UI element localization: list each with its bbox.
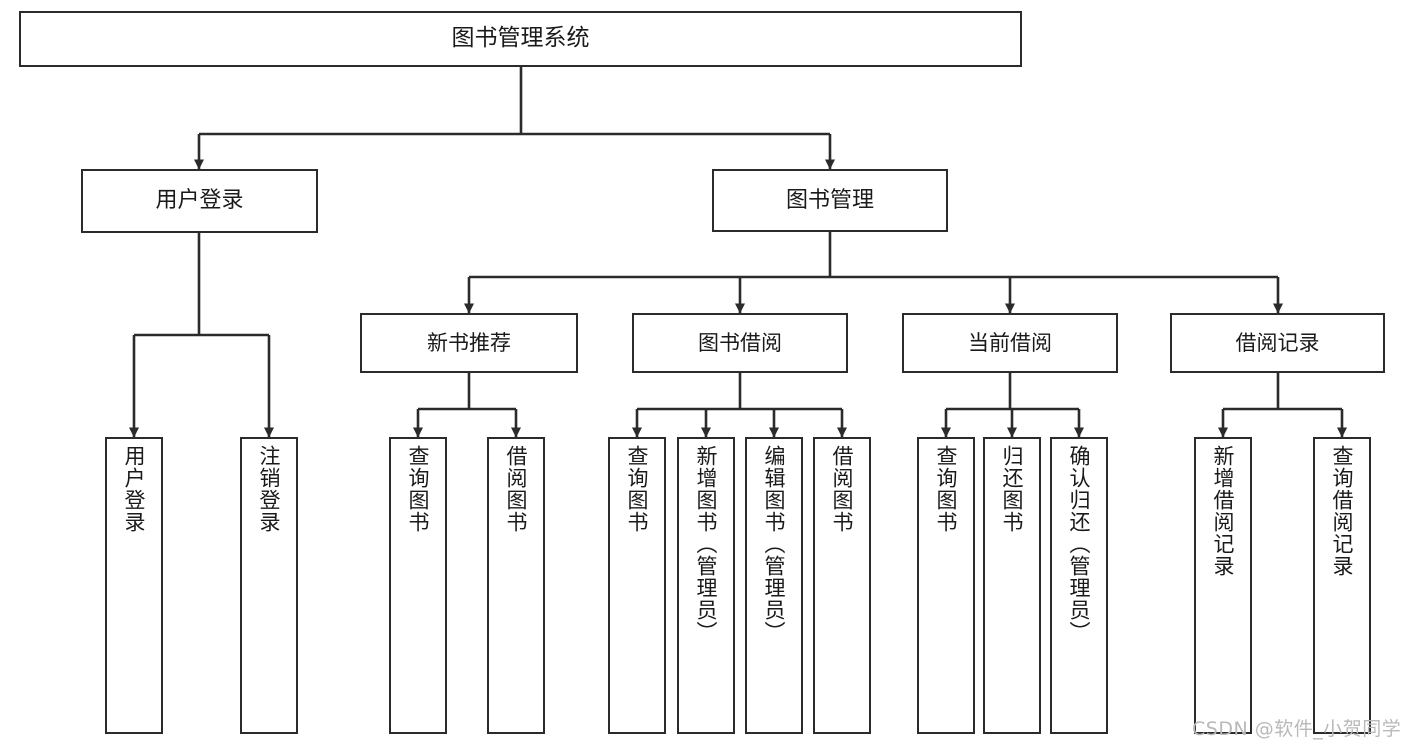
leaf-confirm-return[interactable]: 确认归还（管理员）	[1050, 437, 1108, 734]
node-root[interactable]: 图书管理系统	[19, 11, 1022, 67]
leaf-add-book-label: 新增图书（管理员）	[694, 445, 719, 643]
node-book-manage-label: 图书管理	[785, 187, 874, 213]
leaf-query-record-label: 查询借阅记录	[1330, 445, 1355, 577]
leaf-borrow-book-1-label: 借阅图书	[504, 445, 529, 533]
node-user-login-label: 用户登录	[155, 188, 244, 214]
node-borrow-record[interactable]: 借阅记录	[1170, 313, 1385, 373]
leaf-query-record[interactable]: 查询借阅记录	[1313, 437, 1371, 734]
node-current-borrow-label: 当前借阅	[968, 330, 1052, 355]
leaf-query-book-1-label: 查询图书	[406, 445, 431, 533]
leaf-confirm-return-label: 确认归还（管理员）	[1067, 445, 1092, 643]
node-new-book-rec[interactable]: 新书推荐	[360, 313, 578, 373]
leaf-query-book-3[interactable]: 查询图书	[917, 437, 975, 734]
leaf-return-book[interactable]: 归还图书	[983, 437, 1041, 734]
leaf-logout-label: 注销登录	[257, 445, 282, 533]
leaf-edit-book[interactable]: 编辑图书（管理员）	[745, 437, 803, 734]
leaf-edit-book-label: 编辑图书（管理员）	[762, 445, 787, 643]
leaf-query-book-2-label: 查询图书	[625, 445, 650, 533]
node-borrow-record-label: 借阅记录	[1235, 330, 1320, 355]
leaf-user-login[interactable]: 用户登录	[105, 437, 163, 734]
leaf-add-record[interactable]: 新增借阅记录	[1194, 437, 1252, 734]
leaf-return-book-label: 归还图书	[1000, 445, 1025, 533]
node-book-borrow-label: 图书借阅	[698, 330, 782, 355]
leaf-query-book-3-label: 查询图书	[934, 445, 959, 533]
leaf-borrow-book-1[interactable]: 借阅图书	[487, 437, 545, 734]
node-root-label: 图书管理系统	[451, 25, 590, 52]
leaf-add-book[interactable]: 新增图书（管理员）	[677, 437, 735, 734]
leaf-user-login-label: 用户登录	[122, 445, 147, 533]
node-current-borrow[interactable]: 当前借阅	[902, 313, 1118, 373]
leaf-borrow-book-2[interactable]: 借阅图书	[813, 437, 871, 734]
leaf-borrow-book-2-label: 借阅图书	[830, 445, 855, 533]
node-book-manage[interactable]: 图书管理	[712, 169, 948, 232]
node-new-book-rec-label: 新书推荐	[427, 330, 511, 355]
node-book-borrow[interactable]: 图书借阅	[632, 313, 848, 373]
leaf-query-book-2[interactable]: 查询图书	[608, 437, 666, 734]
leaf-query-book-1[interactable]: 查询图书	[389, 437, 447, 734]
csdn-watermark: CSDN @软件_小贺同学	[1192, 718, 1402, 740]
node-user-login[interactable]: 用户登录	[81, 169, 318, 233]
leaf-logout[interactable]: 注销登录	[240, 437, 298, 734]
leaf-add-record-label: 新增借阅记录	[1211, 445, 1236, 577]
